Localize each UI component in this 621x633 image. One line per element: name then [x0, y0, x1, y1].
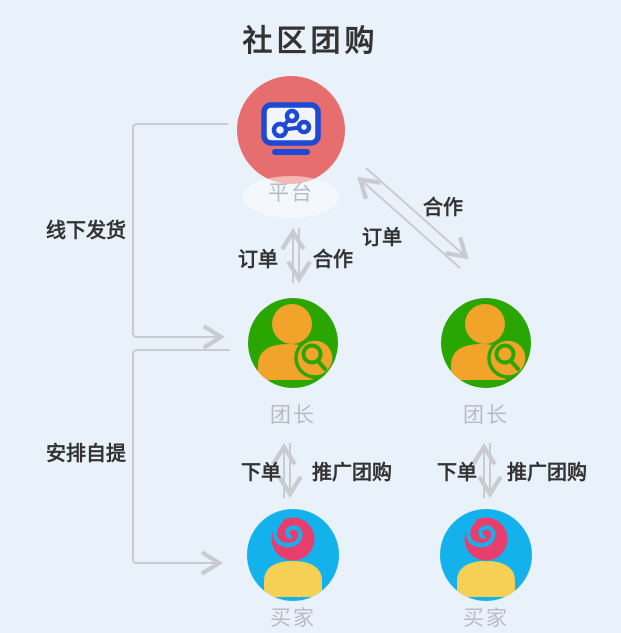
- person-swirl-icon: [457, 517, 515, 597]
- edge-label-promote-left: 推广团购: [312, 460, 392, 484]
- edge-label-place-order-right: 下单: [437, 460, 477, 484]
- arrow-leader-right-to-platform: [357, 176, 461, 269]
- node-leader-left: [248, 298, 338, 388]
- leader-left-label: 团长: [270, 403, 316, 427]
- edge-label-arrange-pickup: 安排自提: [46, 441, 126, 465]
- platform-label-halo: [243, 176, 339, 218]
- person-swirl-icon: [264, 517, 322, 597]
- edge-label-order-left: 订单: [238, 247, 278, 271]
- buyer-right-label: 买家: [463, 606, 509, 630]
- arrow-platform-to-leader-right: [365, 167, 469, 260]
- edge-label-promote-right: 推广团购: [507, 460, 587, 484]
- edge-label-cooperate-right: 合作: [423, 195, 463, 219]
- platform-label: 平台: [268, 181, 314, 205]
- edge-label-cooperate-left: 合作: [313, 247, 353, 271]
- node-leader-right: [441, 298, 531, 388]
- edge-label-place-order-left: 下单: [241, 460, 281, 484]
- leader-right-label: 团长: [463, 403, 509, 427]
- person-search-icon: [451, 304, 529, 380]
- person-search-icon: [258, 304, 336, 380]
- monitor-share-icon: [261, 102, 321, 155]
- edge-label-offline-delivery: 线下发货: [46, 218, 126, 242]
- bracket-offline-delivery: [132, 123, 228, 350]
- page-title: 社区团购: [242, 24, 379, 59]
- node-buyer-left: [247, 509, 339, 601]
- bracket-arrange-pickup: [132, 349, 230, 576]
- edge-label-order-right: 订单: [362, 225, 402, 249]
- buyer-left-label: 买家: [270, 606, 316, 630]
- node-platform: [237, 76, 345, 184]
- node-buyer-right: [440, 509, 532, 601]
